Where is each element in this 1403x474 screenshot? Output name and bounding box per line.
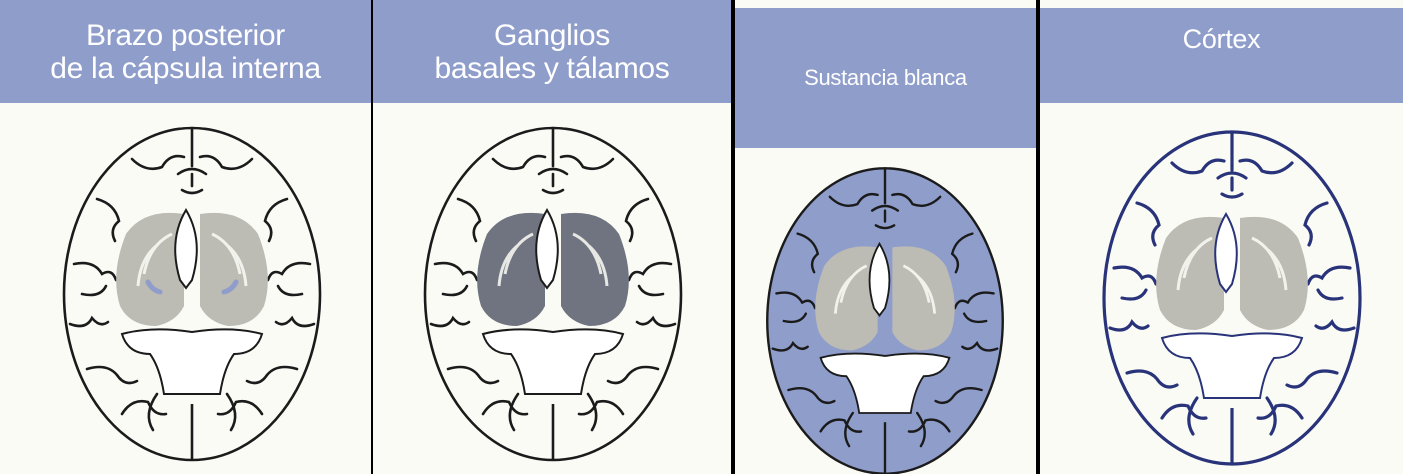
panel-white-matter: Sustancia blanca xyxy=(735,0,1036,474)
brain-axial-diagram xyxy=(735,0,1036,474)
brain-axial-diagram xyxy=(1040,0,1403,474)
brain-axial-diagram xyxy=(0,0,371,474)
brain-group xyxy=(767,168,1003,473)
brain-group xyxy=(425,128,681,460)
brain-group xyxy=(1104,132,1360,464)
brain-group xyxy=(64,128,320,460)
panel-posterior-limb: Brazo posterior de la cápsula interna xyxy=(0,0,371,474)
brain-axial-diagram xyxy=(373,0,731,474)
panel-basal-ganglia: Ganglios basales y tálamos xyxy=(373,0,731,474)
panel-cortex: Córtex xyxy=(1040,0,1403,474)
